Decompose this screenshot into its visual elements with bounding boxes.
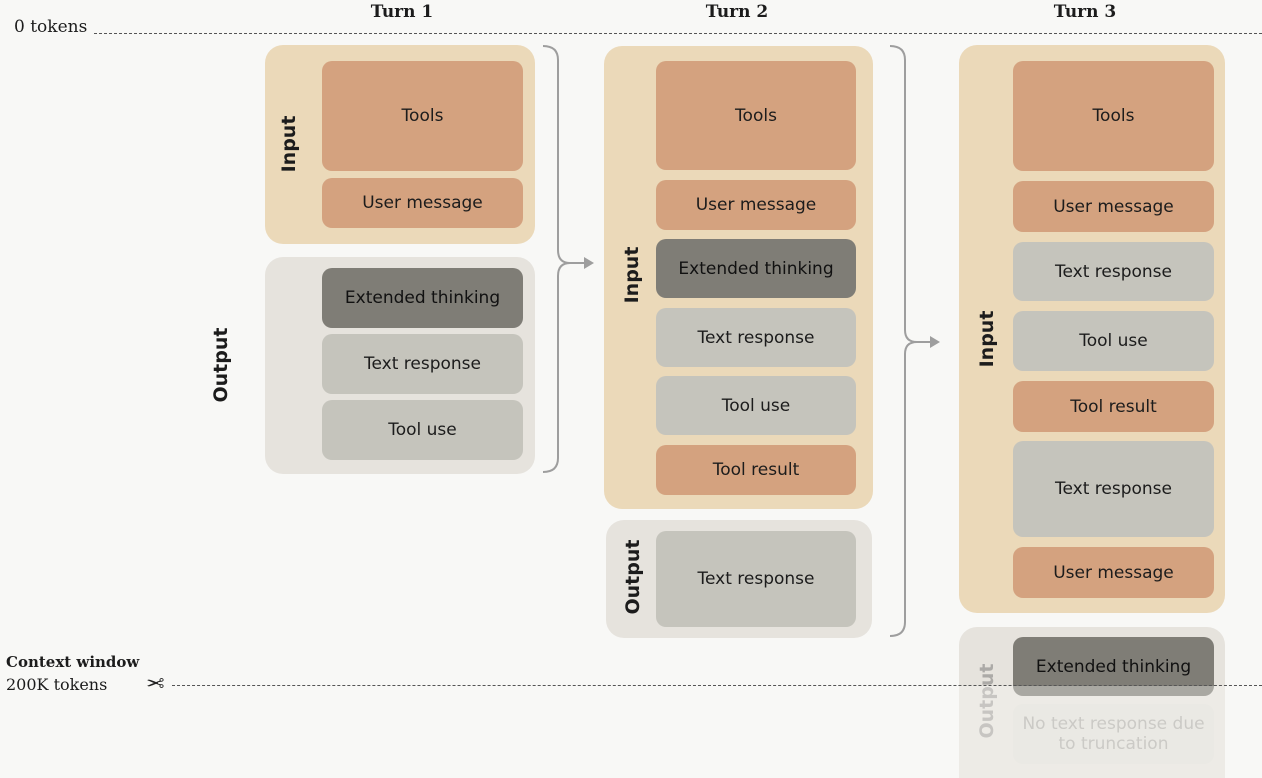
- turn-3-user-message-block: User message: [1013, 181, 1214, 232]
- context-window-tokens: 200K tokens: [6, 675, 108, 694]
- turn-3-extended-thinking-block: Extended thinking: [1013, 637, 1214, 696]
- turn-3-tool-result-block: Tool result: [1013, 381, 1214, 432]
- truncated-response-block: No text response due to truncation: [1013, 704, 1214, 764]
- turn-3-text-response-block: Text response: [1013, 242, 1214, 301]
- turn-2-title: Turn 2: [705, 2, 769, 22]
- turn-1-arrow-head: [584, 257, 594, 269]
- turn-2-user-message-block: User message: [656, 180, 856, 230]
- turn-2-output-text-response-block: Text response: [656, 531, 856, 627]
- turn-2-input-label: Input: [621, 246, 643, 304]
- turn-1-tools-block: Tools: [322, 61, 523, 171]
- turn-1-brace: [542, 45, 571, 473]
- truncation-overlay: [959, 686, 1225, 778]
- turn-3-input-label: Input: [976, 310, 998, 368]
- turn-3-title: Turn 3: [1053, 2, 1117, 22]
- turn-1-tool-use-block: Tool use: [322, 400, 523, 460]
- turn-1-title: Turn 1: [370, 2, 434, 22]
- turn-1-output-label: Output: [210, 327, 232, 403]
- turn-2-extended-thinking-block: Extended thinking: [656, 239, 856, 298]
- turn-2-brace: [889, 45, 918, 637]
- turn-3-second-user-message-block: User message: [1013, 547, 1214, 598]
- scissors-icon: ✂: [146, 672, 165, 697]
- zero-tokens-label: 0 tokens: [14, 17, 88, 37]
- turn-2-output-label: Output: [622, 539, 644, 615]
- turn-1-extended-thinking-block: Extended thinking: [322, 268, 523, 328]
- zero-tokens-line: [94, 33, 1262, 34]
- turn-1-input-label: Input: [278, 115, 300, 173]
- turn-3-tool-use-block: Tool use: [1013, 311, 1214, 371]
- turn-3-tools-block: Tools: [1013, 61, 1214, 171]
- turn-2-tool-result-block: Tool result: [656, 445, 856, 495]
- turn-2-arrow-head: [930, 336, 940, 348]
- turn-3-second-text-response-block: Text response: [1013, 441, 1214, 537]
- turn-2-text-response-block: Text response: [656, 308, 856, 367]
- context-window-line: [172, 685, 1262, 686]
- turn-2-tools-block: Tools: [656, 61, 856, 170]
- turn-2-tool-use-block: Tool use: [656, 376, 856, 435]
- turn-1-user-message-block: User message: [322, 178, 523, 228]
- context-window-title: Context window: [6, 653, 140, 671]
- turn-1-text-response-block: Text response: [322, 334, 523, 394]
